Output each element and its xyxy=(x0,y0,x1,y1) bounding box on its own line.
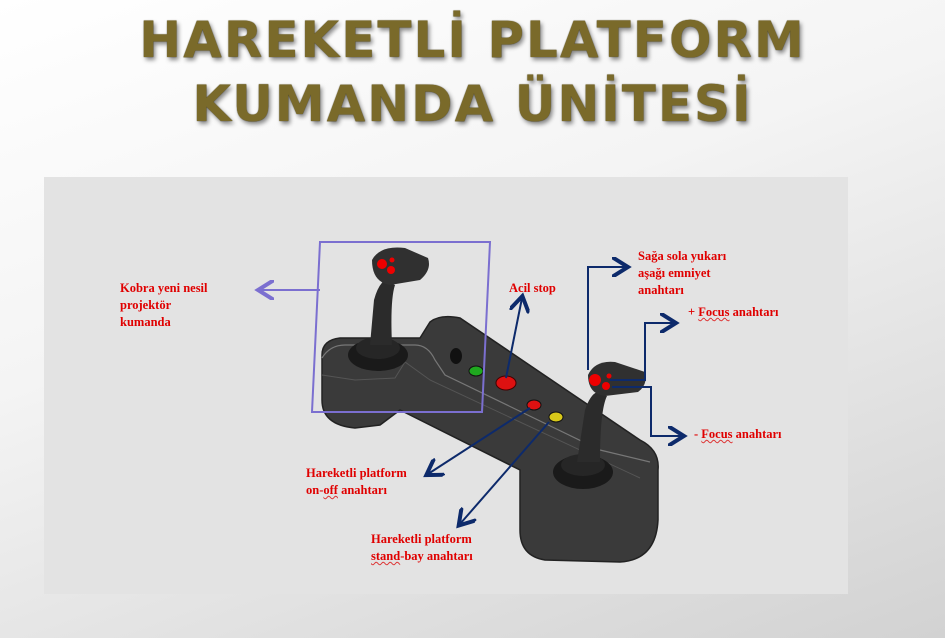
label-acil-stop: Acil stop xyxy=(509,281,556,295)
label-emniyet-l1: Sağa sola yukarı xyxy=(638,249,727,263)
standby-button xyxy=(548,411,564,423)
label-emniyet-l2: aşağı emniyet xyxy=(638,266,711,280)
pre: on- xyxy=(306,483,324,497)
label-focus-plus: + Focus anahtarı xyxy=(688,304,778,321)
rest: anahtarı xyxy=(729,305,779,319)
emergency-stop-button xyxy=(495,375,517,391)
label-standby-l1: Hareketli platform xyxy=(371,532,472,546)
rest: anahtarı xyxy=(337,483,387,497)
word: stand xyxy=(371,549,401,563)
label-emniyet-l3: anahtarı xyxy=(638,283,684,297)
sign: - xyxy=(694,427,702,441)
label-on-off-l1: Hareketli platform xyxy=(306,466,407,480)
on-off-button xyxy=(526,399,542,411)
label-emniyet: Sağa sola yukarı aşağı emniyet anahtarı xyxy=(638,248,726,299)
label-kobra-l1: Kobra yeni nesil xyxy=(120,281,208,295)
word: off xyxy=(323,483,338,497)
label-on-off: Hareketli platform on-off anahtarı xyxy=(306,465,407,499)
label-focus-minus: - Focus anahtarı xyxy=(694,426,782,443)
label-standby-l2: stand-bay anahtarı xyxy=(371,548,473,565)
callout-arrows xyxy=(428,267,682,524)
kobra-highlight-box xyxy=(310,241,492,413)
rest: -bay anahtarı xyxy=(400,549,473,563)
slide-title-line2: KUMANDA ÜNİTESİ xyxy=(192,75,753,133)
slide-title-line1: HAREKETLİ PLATFORM xyxy=(139,11,806,69)
label-on-off-l2: on-off anahtarı xyxy=(306,482,407,499)
label-kobra-l3: kumanda xyxy=(120,315,171,329)
left-joystick xyxy=(348,247,429,371)
controller-base xyxy=(321,315,659,563)
word: Focus xyxy=(701,427,733,441)
word: Focus xyxy=(698,305,730,319)
sign: + xyxy=(688,305,699,319)
key-switch xyxy=(450,348,462,364)
label-standby: Hareketli platform stand-bay anahtarı xyxy=(371,531,473,565)
rest: anahtarı xyxy=(732,427,782,441)
label-kobra-l2: projektör xyxy=(120,298,172,312)
label-kobra: Kobra yeni nesil projektör kumanda xyxy=(120,280,208,331)
green-button xyxy=(468,365,484,377)
